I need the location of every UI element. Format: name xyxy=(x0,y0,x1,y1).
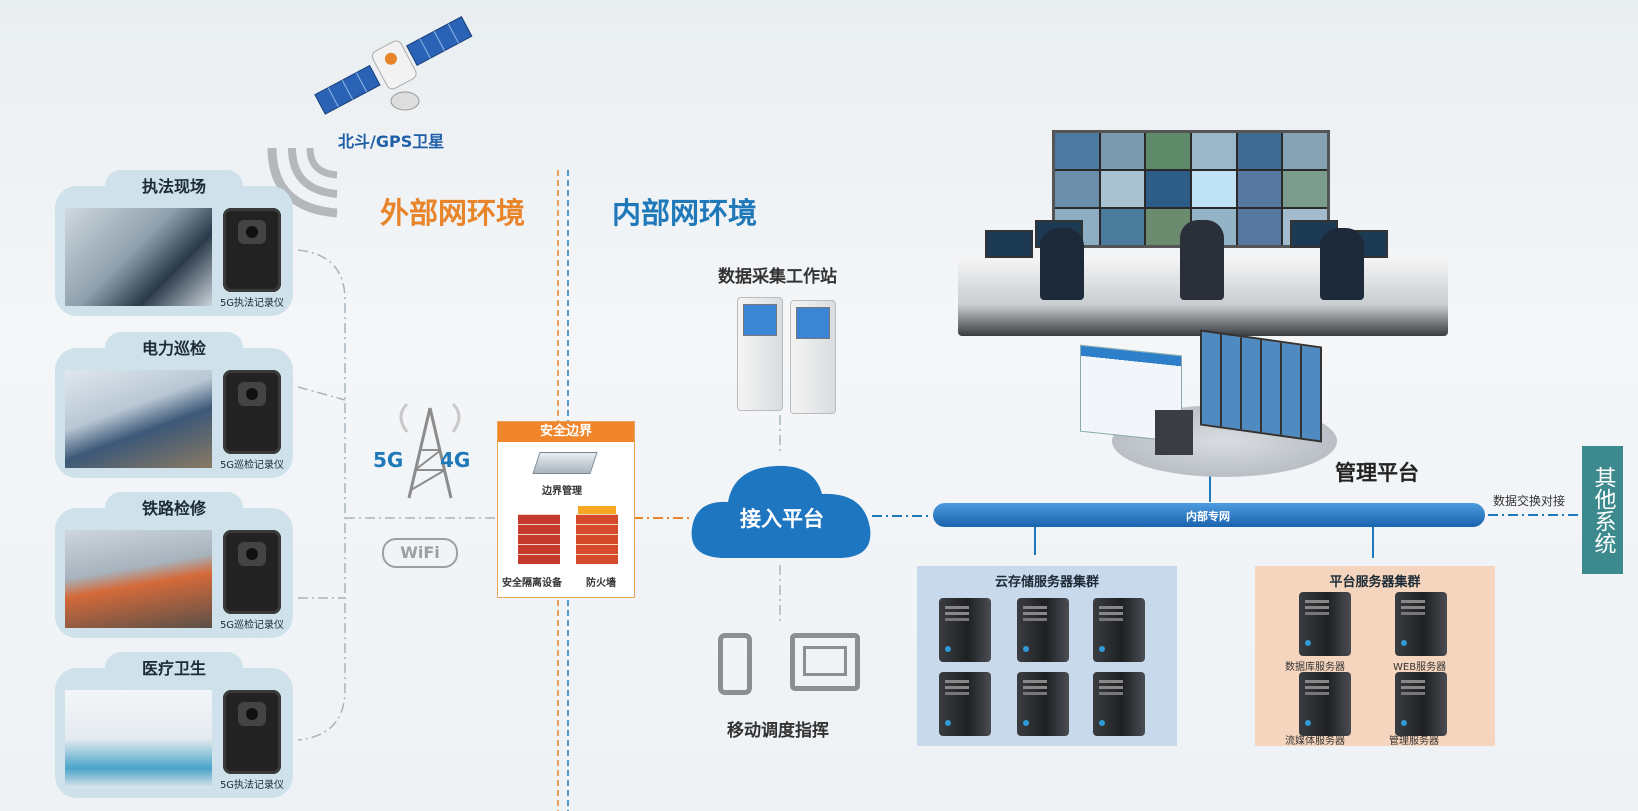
external-zone-label: 外部网环境 xyxy=(380,196,526,230)
body-camera-icon xyxy=(223,690,281,774)
streaming-server-icon xyxy=(1299,672,1351,736)
medical-photo xyxy=(65,690,212,788)
router-icon xyxy=(532,452,598,474)
storage-server-icon xyxy=(1017,598,1069,662)
scenario-card-power-inspection: 电力巡检 5G巡检记录仪 xyxy=(55,332,293,478)
cell-tower-icon xyxy=(399,402,461,499)
device-label: 5G巡检记录仪 xyxy=(219,620,285,631)
other-systems-box: 其他系统 xyxy=(1582,446,1623,574)
storage-server-icon xyxy=(939,672,991,736)
operator-icon-2 xyxy=(1180,220,1224,300)
scenario-title: 铁路检修 xyxy=(105,492,243,526)
platform-cluster-label: 平台服务器集群 xyxy=(1329,575,1421,590)
wifi-badge: WiFi xyxy=(382,538,458,568)
scenario-title: 执法现场 xyxy=(105,170,243,204)
access-platform-label: 接入平台 xyxy=(740,507,824,531)
operator-icon-1 xyxy=(1040,228,1084,300)
data-station-label: 数据采集工作站 xyxy=(718,267,837,287)
satellite-label: 北斗/GPS卫星 xyxy=(338,132,445,151)
cloud-storage-cluster: 云存储服务器集群 xyxy=(917,566,1177,746)
management-server-icon xyxy=(1395,672,1447,736)
security-boundary-box: 安全边界 边界管理 安全隔离设备 防火墙 xyxy=(497,421,635,598)
operator-icon-3 xyxy=(1320,228,1364,300)
monitor-1 xyxy=(985,230,1033,258)
device-label: 5G执法记录仪 xyxy=(219,780,285,791)
platform-server-cluster: 平台服务器集群 数据库服务器 WEB服务器 流媒体服务器 管理服务器 xyxy=(1255,566,1495,747)
internal-network-label: 内部专网 xyxy=(1186,510,1230,523)
body-camera-icon xyxy=(223,208,281,292)
scenario-card-medical: 医疗卫生 5G执法记录仪 xyxy=(55,652,293,798)
storage-server-icon xyxy=(1093,598,1145,662)
kiosk-icon-1 xyxy=(737,297,783,411)
body-camera-icon xyxy=(223,370,281,454)
storage-server-icon xyxy=(1017,672,1069,736)
label-4g: 4G xyxy=(440,448,471,472)
border-mgmt-label: 边界管理 xyxy=(542,486,582,497)
isolation-label: 安全隔离设备 xyxy=(502,578,562,589)
firewall-label: 防火墙 xyxy=(586,578,616,589)
kiosk-icon-2 xyxy=(790,300,836,414)
body-camera-icon xyxy=(223,530,281,614)
security-title: 安全边界 xyxy=(498,422,634,442)
tablet-touch-icon xyxy=(790,633,860,691)
data-exchange-label: 数据交换对接 xyxy=(1493,494,1566,508)
server-label: 数据库服务器 xyxy=(1285,662,1345,673)
device-label: 5G执法记录仪 xyxy=(219,298,285,309)
firewall-icon xyxy=(576,514,618,564)
scenario-title: 电力巡检 xyxy=(105,332,243,366)
mini-video-wall xyxy=(1200,329,1322,443)
railway-photo xyxy=(65,530,212,628)
label-5g: 5G xyxy=(373,448,404,472)
devices-bus-line xyxy=(297,249,346,741)
web-server-icon xyxy=(1395,592,1447,656)
server-label: WEB服务器 xyxy=(1393,662,1447,673)
power-inspection-photo xyxy=(65,370,212,468)
server-rack-icon xyxy=(1155,410,1193,455)
mobile-command-label: 移动调度指挥 xyxy=(727,721,829,741)
storage-server-icon xyxy=(939,598,991,662)
internal-network-bar xyxy=(933,503,1485,527)
scenario-title: 医疗卫生 xyxy=(105,652,243,686)
cloud-cluster-label: 云存储服务器集群 xyxy=(994,575,1099,590)
internal-zone-label: 内部网环境 xyxy=(612,196,758,230)
cloud-icon xyxy=(691,465,871,558)
management-platform-label: 管理平台 xyxy=(1335,461,1419,485)
storage-server-icon xyxy=(1093,672,1145,736)
satellite-icon xyxy=(310,15,475,115)
server-label: 管理服务器 xyxy=(1389,736,1439,747)
isolation-device-icon xyxy=(518,514,560,564)
device-label: 5G巡检记录仪 xyxy=(219,460,285,471)
scenario-card-law-enforcement: 执法现场 5G执法记录仪 xyxy=(55,170,293,316)
server-label: 流媒体服务器 xyxy=(1285,736,1345,747)
database-server-icon xyxy=(1299,592,1351,656)
scenario-card-railway-maintenance: 铁路检修 5G巡检记录仪 xyxy=(55,492,293,638)
phone-icon xyxy=(718,633,752,695)
law-enforcement-photo xyxy=(65,208,212,306)
